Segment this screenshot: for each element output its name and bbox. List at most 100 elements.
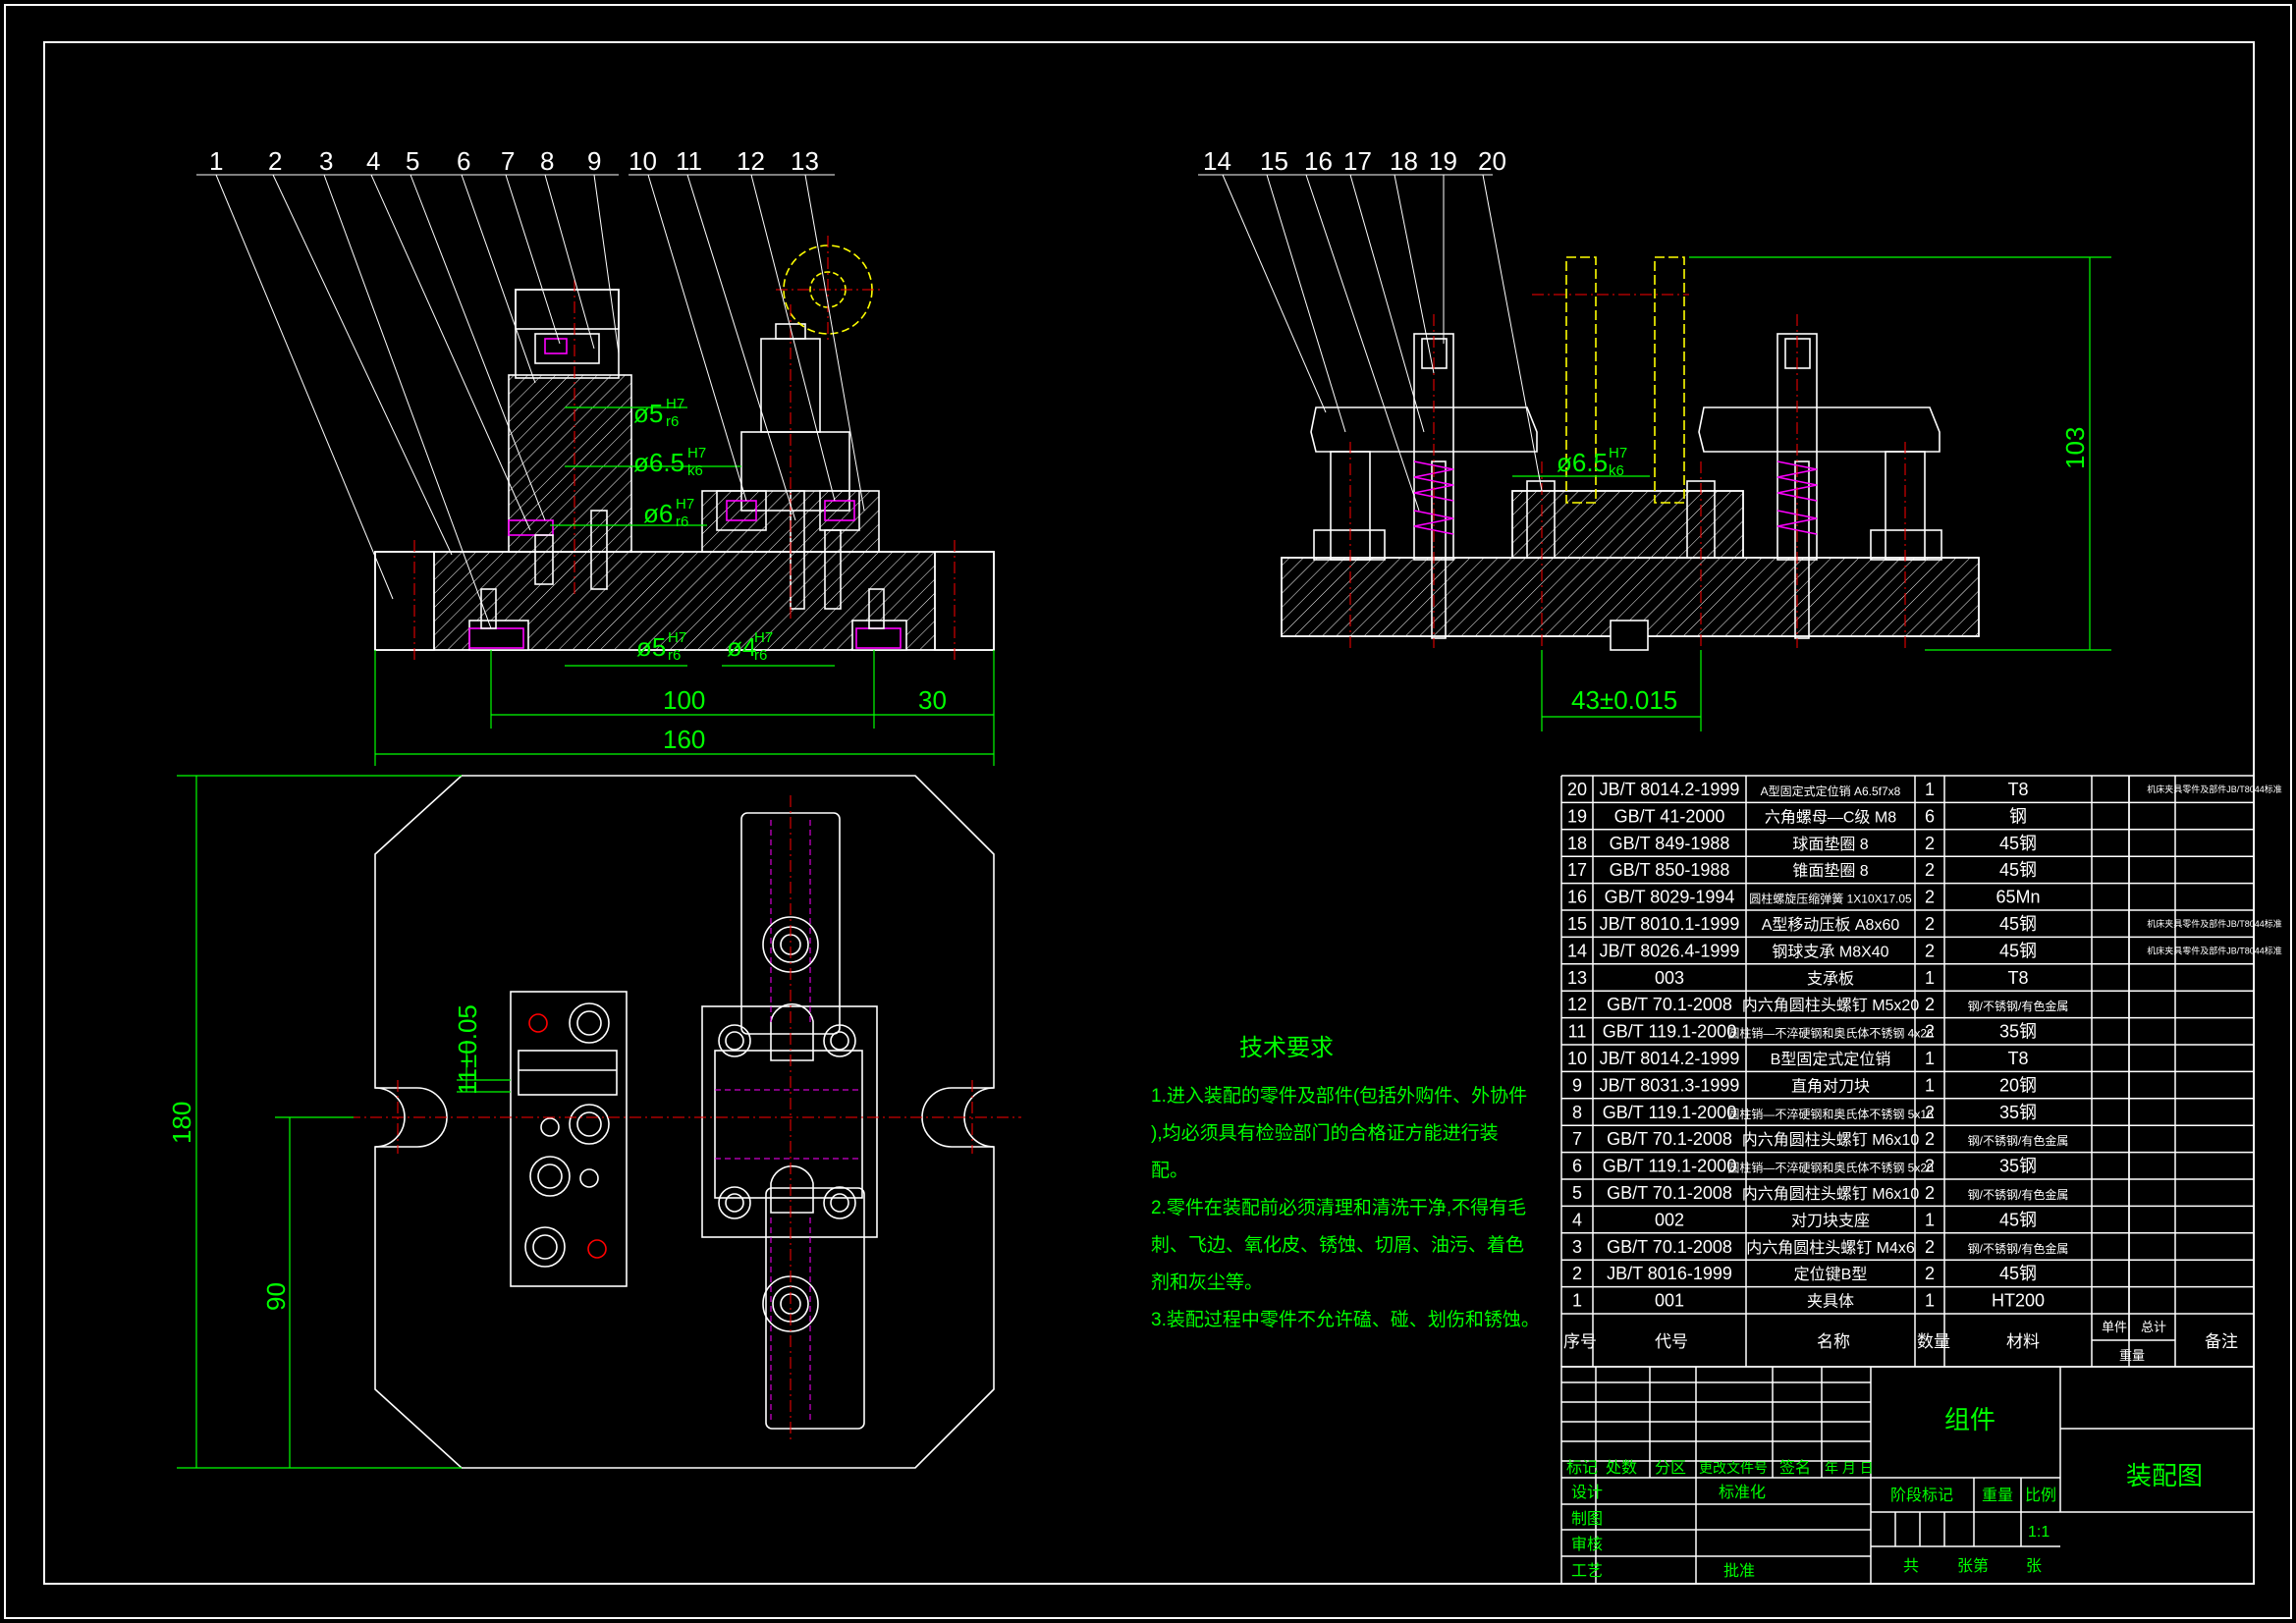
bom-remark: 机床夹具零件及部件JB/T8044标准 bbox=[2147, 918, 2282, 929]
bom-material: 45钢 bbox=[1999, 834, 2037, 853]
bom-name: 直角对刀块 bbox=[1791, 1077, 1870, 1095]
bom-qty: 1 bbox=[1925, 1291, 1935, 1311]
title-block: 组件 装配图 标记 处数 分区 更改文件号 签名 年 月 日 设计 标准化 制图… bbox=[1566, 1405, 2203, 1580]
tb-design: 设计 bbox=[1571, 1484, 1603, 1501]
callout-19: 19 bbox=[1429, 146, 1457, 176]
bom-name: 六角螺母—C级 M8 bbox=[1765, 808, 1896, 826]
dim-d-top3-fit-s: r6 bbox=[676, 514, 688, 530]
bom-no: 9 bbox=[1572, 1075, 1582, 1095]
bom-code: JB/T 8010.1-1999 bbox=[1600, 914, 1740, 934]
rev-h-sign: 签名 bbox=[1779, 1459, 1811, 1477]
side-dimensions bbox=[1512, 256, 2111, 731]
bom-code: GB/T 70.1-2008 bbox=[1607, 1129, 1732, 1149]
bom-name: 圆柱销—不淬硬钢和奥氏体不锈钢 5x20 bbox=[1727, 1161, 1934, 1175]
bom-qty: 1 bbox=[1925, 968, 1935, 988]
bom-no: 16 bbox=[1567, 888, 1587, 907]
bom-code: JB/T 8031.3-1999 bbox=[1600, 1075, 1740, 1095]
bom-name: 球面垫圈 8 bbox=[1792, 836, 1868, 853]
front-dim-text: ø5 H7 r6 ø6.5 H7 k6 ø6 H7 r6 ø5 H7 r6 ø4… bbox=[633, 396, 947, 754]
bom-code: JB/T 8016-1999 bbox=[1607, 1264, 1732, 1283]
dim-100: 100 bbox=[663, 685, 705, 715]
bom-code: JB/T 8026.4-1999 bbox=[1600, 941, 1740, 960]
dim-d-bot2-fit-h: H7 bbox=[754, 629, 773, 646]
bom-no: 2 bbox=[1572, 1264, 1582, 1283]
bom-qty: 2 bbox=[1925, 888, 1935, 907]
bom-h-name: 名称 bbox=[1817, 1332, 1850, 1351]
dim-103: 103 bbox=[2060, 427, 2090, 469]
bom-material: 45钢 bbox=[1999, 1264, 2037, 1283]
bom-name: 对刀块支座 bbox=[1791, 1212, 1870, 1229]
bom-material: 钢/不锈钢/有色金属 bbox=[1968, 1133, 2069, 1148]
bom-no: 14 bbox=[1567, 941, 1587, 960]
rev-h-mark: 标记 bbox=[1566, 1459, 1598, 1477]
dim-30: 30 bbox=[918, 685, 947, 715]
bom-no: 1 bbox=[1572, 1291, 1582, 1311]
side-view bbox=[1281, 256, 1980, 651]
tb-process: 工艺 bbox=[1571, 1562, 1603, 1580]
dim-d-bot1-fit-h: H7 bbox=[668, 629, 686, 646]
tech-line-2: ),均必须具有检验部门的合格证方能进行装 bbox=[1151, 1122, 1499, 1144]
dim-d-top2: ø6.5 bbox=[633, 448, 684, 477]
bom-h-remark: 备注 bbox=[2205, 1332, 2238, 1351]
bom-no: 19 bbox=[1567, 806, 1587, 826]
bom-qty: 2 bbox=[1925, 995, 1935, 1014]
bom-code: GB/T 70.1-2008 bbox=[1607, 1183, 1732, 1203]
callout-17: 17 bbox=[1343, 146, 1372, 176]
bom-remark: 机床夹具零件及部件JB/T8044标准 bbox=[2147, 784, 2282, 794]
dim-180: 180 bbox=[167, 1102, 196, 1144]
bom-material: 20钢 bbox=[1999, 1075, 2037, 1095]
tb-sheets-of: 张第 bbox=[1957, 1557, 1989, 1575]
callout-1: 1 bbox=[209, 146, 223, 176]
bom-h-qty: 数量 bbox=[1917, 1332, 1950, 1351]
dim-d-top3: ø6 bbox=[643, 499, 673, 528]
bom-code: GB/T 119.1-2000 bbox=[1603, 1157, 1736, 1176]
bom-code: GB/T 8029-1994 bbox=[1605, 888, 1735, 907]
dim-d-top2-fit-h: H7 bbox=[687, 445, 706, 461]
bom-material: T8 bbox=[2007, 780, 2028, 799]
callout-10: 10 bbox=[629, 146, 657, 176]
bom-no: 10 bbox=[1567, 1049, 1587, 1068]
bom-h-total: 总计 bbox=[2141, 1320, 2166, 1334]
bom-h-weight: 重量 bbox=[2119, 1348, 2145, 1363]
bom-qty: 1 bbox=[1925, 1049, 1935, 1068]
dim-d-bot1-fit-s: r6 bbox=[668, 647, 681, 664]
top-view bbox=[374, 775, 995, 1469]
side-leaders bbox=[1198, 174, 1543, 512]
title-block-lines bbox=[1560, 1366, 2255, 1585]
bom-qty: 2 bbox=[1925, 941, 1935, 960]
bom-code: GB/T 850-1988 bbox=[1610, 860, 1730, 880]
front-view bbox=[374, 244, 995, 651]
bom-material: 35钢 bbox=[1999, 1157, 2037, 1176]
side-dim-text: ø6.5 H7 k6 103 43±0.015 bbox=[1557, 427, 2090, 715]
front-callouts: 1 2 3 4 5 6 7 8 9 10 11 12 13 bbox=[209, 146, 819, 176]
tech-line-6: 剂和灰尘等。 bbox=[1151, 1271, 1263, 1293]
bom-qty: 2 bbox=[1925, 1157, 1935, 1176]
bom-name: 内六角圆柱头螺钉 M4x6 bbox=[1746, 1239, 1915, 1257]
tb-approve: 批准 bbox=[1723, 1562, 1755, 1580]
tb-scale: 比例 bbox=[2025, 1487, 2056, 1504]
bom-material: 45钢 bbox=[1999, 860, 2037, 880]
bom-material: 35钢 bbox=[1999, 1103, 2037, 1122]
tech-line-3: 配。 bbox=[1151, 1161, 1188, 1181]
dim-43: 43±0.015 bbox=[1571, 685, 1677, 715]
bom-header: 序号 代号 名称 数量 材料 单件 总计 重量 备注 bbox=[1563, 1320, 2238, 1363]
dim-right-fit-s: k6 bbox=[1609, 462, 1624, 479]
tech-line-1: 1.进入装配的零件及部件(包括外购件、外协件 bbox=[1151, 1085, 1527, 1107]
bom-h-mat: 材料 bbox=[2006, 1332, 2040, 1351]
bom-code: 002 bbox=[1655, 1210, 1684, 1229]
tech-line-4: 2.零件在装配前必须清理和清洗干净,不得有毛 bbox=[1151, 1197, 1526, 1218]
bom-no: 11 bbox=[1568, 1022, 1587, 1042]
bom-h-single: 单件 bbox=[2102, 1320, 2127, 1334]
dim-160: 160 bbox=[663, 725, 705, 754]
dim-right-fit: ø6.5 bbox=[1557, 448, 1608, 477]
tech-line-7: 3.装配过程中零件不允许磕、碰、划伤和锈蚀。 bbox=[1151, 1309, 1540, 1330]
bom-no: 8 bbox=[1572, 1103, 1582, 1122]
bom-qty: 2 bbox=[1925, 1103, 1935, 1122]
callout-16: 16 bbox=[1304, 146, 1333, 176]
bom-code: GB/T 70.1-2008 bbox=[1607, 1237, 1732, 1257]
bom-no: 17 bbox=[1567, 860, 1587, 880]
bom-material: 钢/不锈钢/有色金属 bbox=[1968, 1241, 2069, 1256]
callout-18: 18 bbox=[1390, 146, 1418, 176]
bom-name: A型固定式定位销 A6.5f7x8 bbox=[1761, 784, 1901, 798]
